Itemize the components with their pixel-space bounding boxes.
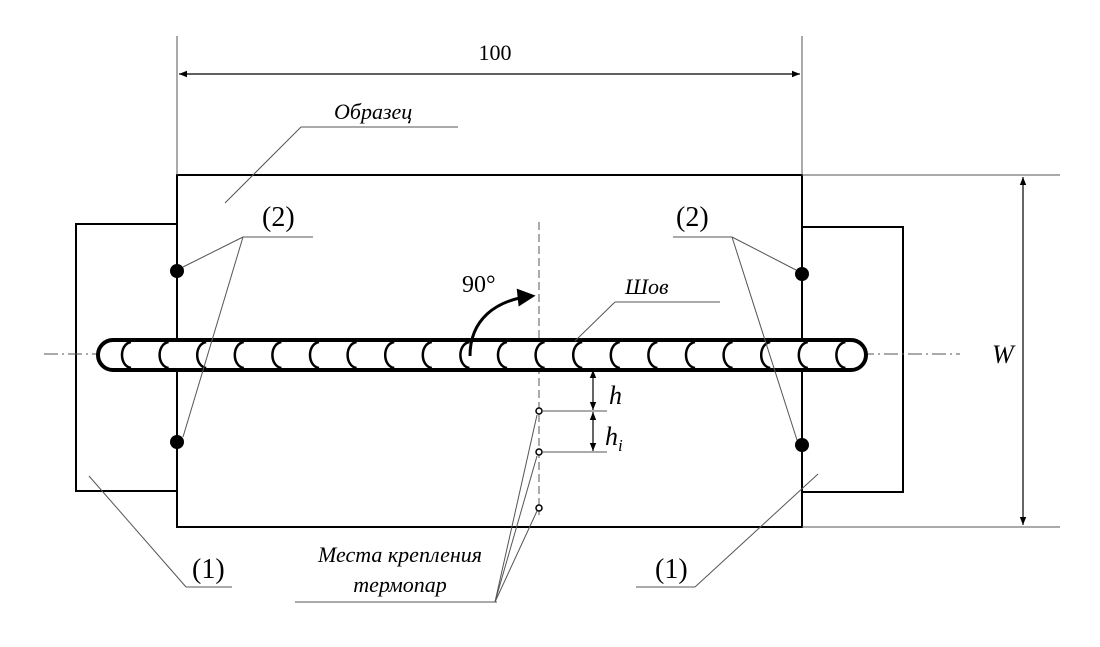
point-1-right-label: (1) xyxy=(655,554,688,585)
angle-label: 90° xyxy=(462,272,496,298)
specimen-label: Образец xyxy=(334,99,412,124)
weld-seam xyxy=(96,338,868,372)
point-1-left-leader: (1) xyxy=(88,475,232,588)
thermocouple-point-3 xyxy=(535,504,543,512)
seam-ripple xyxy=(571,340,583,370)
point-2-right-label: (2) xyxy=(676,202,709,233)
point-2-left-label: (2) xyxy=(262,202,295,233)
point-2-left-upper xyxy=(170,264,184,278)
hi-label: hi xyxy=(605,422,623,455)
seam-ripple xyxy=(835,340,846,370)
h-label: h xyxy=(609,381,622,410)
seam-ripple xyxy=(496,340,508,370)
seam-leader: Шов xyxy=(574,274,720,342)
h-dimension: h hi xyxy=(543,370,623,455)
seam-ripple xyxy=(534,340,546,370)
specimen-leader: Образец xyxy=(224,99,458,204)
seam-ripple xyxy=(233,340,245,370)
seam-ripple xyxy=(684,340,696,370)
seam-ripple xyxy=(158,340,170,370)
seam-ripple xyxy=(271,340,282,370)
thermocouple-point-1 xyxy=(535,407,543,415)
point-2-right-lower xyxy=(795,438,809,452)
thermocouple-point-2 xyxy=(535,448,543,456)
length-dimension-label: 100 xyxy=(479,40,512,65)
seam-ripple xyxy=(759,340,771,370)
point-1-left-label: (1) xyxy=(192,554,225,585)
point-2-right-upper xyxy=(795,267,809,281)
seam-label: Шов xyxy=(624,274,669,299)
thermocouple-leader: Места крепления термопар xyxy=(295,414,538,603)
seam-ripple xyxy=(308,340,320,370)
seam-ripple xyxy=(120,340,132,370)
seam-ripple xyxy=(421,340,433,370)
width-dimension: W xyxy=(802,174,1060,528)
point-2-left-leader: (2) xyxy=(182,202,313,438)
seam-ripple xyxy=(797,340,809,370)
seam-ripple xyxy=(647,340,658,370)
seam-ripple xyxy=(346,340,358,370)
seam-ripple xyxy=(459,340,470,370)
length-dimension: 100 xyxy=(176,36,803,175)
seam-ripple xyxy=(609,340,621,370)
seam-ripple xyxy=(383,340,395,370)
point-1-right-leader: (1) xyxy=(636,473,819,588)
point-2-left-lower xyxy=(170,435,184,449)
seam-ripple xyxy=(722,340,734,370)
rotation-angle-indicator: 90° xyxy=(462,272,536,357)
thermocouple-label-line2: термопар xyxy=(353,572,447,597)
thermocouple-label-line1: Места крепления xyxy=(317,542,482,567)
point-2-right-leader: (2) xyxy=(673,202,798,441)
width-dimension-label: W xyxy=(992,340,1016,369)
